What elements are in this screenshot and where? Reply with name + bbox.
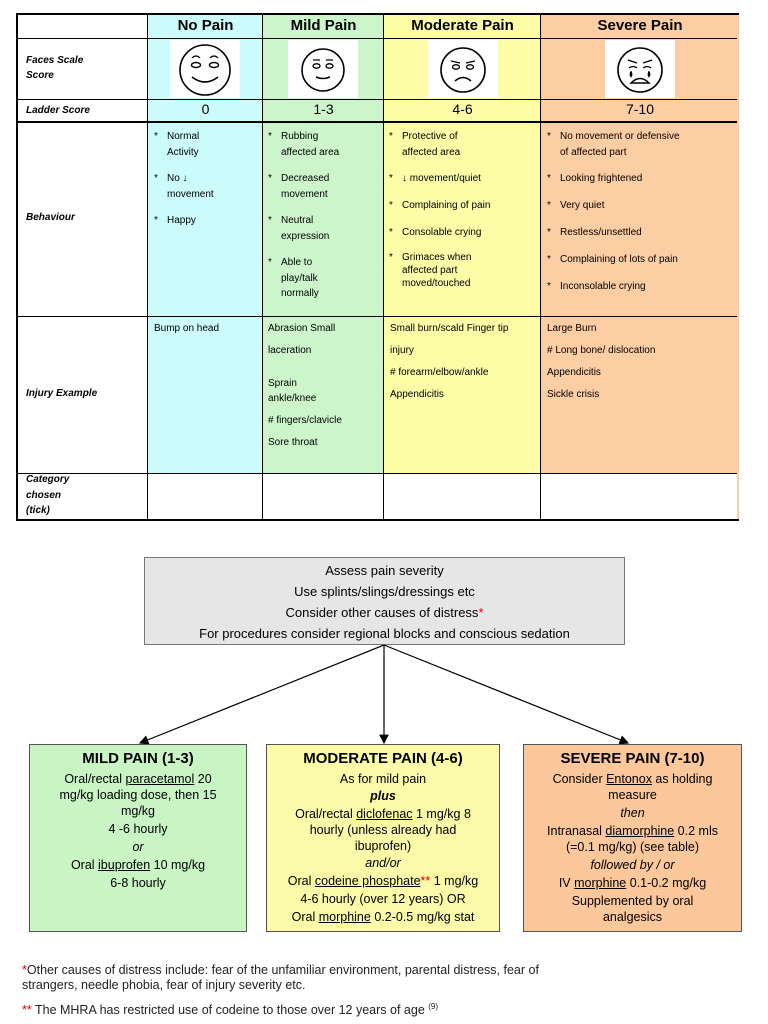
ladder-score-no-pain: 0 (201, 101, 210, 117)
mild-pain-box: MILD PAIN (1-3) Oral/rectal paracetamol … (29, 744, 247, 932)
behaviour-item: *Looking frightened (547, 173, 643, 184)
behaviour-item: *Consolable crying (389, 227, 482, 238)
row-label-behaviour: Behaviour (26, 212, 75, 223)
injury-moderate: Small burn/scald Finger tip injury # for… (390, 323, 509, 400)
row-label-category: Category chosen (tick) (26, 474, 70, 516)
ladder-score-mild: 1-3 (313, 101, 334, 117)
behaviour-item: *Complaining of pain (389, 200, 491, 211)
behaviour-item: *↓ movement/quiet (389, 173, 481, 184)
category-row-bg (148, 473, 737, 519)
behaviour-item: *Complaining of lots of pain (547, 254, 678, 265)
happy-face-icon (170, 40, 240, 98)
behaviour-item: *No ↓movement (154, 173, 214, 200)
assess-box: Assess pain severity Use splints/slings/… (144, 557, 625, 645)
header-severe-pain: Severe Pain (597, 17, 683, 34)
severe-pain-box: SEVERE PAIN (7-10) Consider Entonox as h… (523, 744, 742, 932)
header-no-pain: No Pain (177, 17, 234, 34)
row-label-ladder: Ladder Score (26, 105, 90, 116)
sad-face-icon (428, 40, 498, 98)
moderate-pain-box: MODERATE PAIN (4-6) As for mild pain plu… (266, 744, 500, 932)
pain-scale-table: No Pain Mild Pain Moderate Pain Severe P… (16, 13, 739, 521)
injury-no-pain: Bump on head (154, 323, 220, 334)
footnote-distress: *Other causes of distress include: fear … (22, 963, 539, 992)
ladder-score-moderate: 4-6 (452, 101, 473, 117)
behaviour-item: *Happy (154, 215, 196, 226)
arrow-to-mild (138, 644, 385, 745)
flow-arrows (138, 644, 630, 745)
crying-face-icon (605, 40, 675, 98)
arrow-to-severe (383, 644, 630, 745)
slight-smile-face-icon (288, 40, 358, 98)
footnote-codeine: ** The MHRA has restricted use of codein… (22, 1002, 439, 1018)
behaviour-item: *Very quiet (547, 200, 605, 211)
injury-severe: Large Burn # Long bone/ dislocation Appe… (547, 323, 656, 400)
injury-mild: Abrasion Small laceration Sprain ankle/k… (268, 323, 342, 448)
ladder-score-severe: 7-10 (625, 101, 655, 117)
header-mild-pain: Mild Pain (290, 17, 357, 34)
behaviour-item: *Restless/unsettled (547, 227, 642, 238)
row-label-injury: Injury Example (26, 388, 98, 399)
header-moderate-pain: Moderate Pain (411, 17, 514, 34)
row-label-faces: Faces Scale Score (26, 55, 84, 81)
behaviour-item: *Inconsolable crying (547, 281, 646, 292)
